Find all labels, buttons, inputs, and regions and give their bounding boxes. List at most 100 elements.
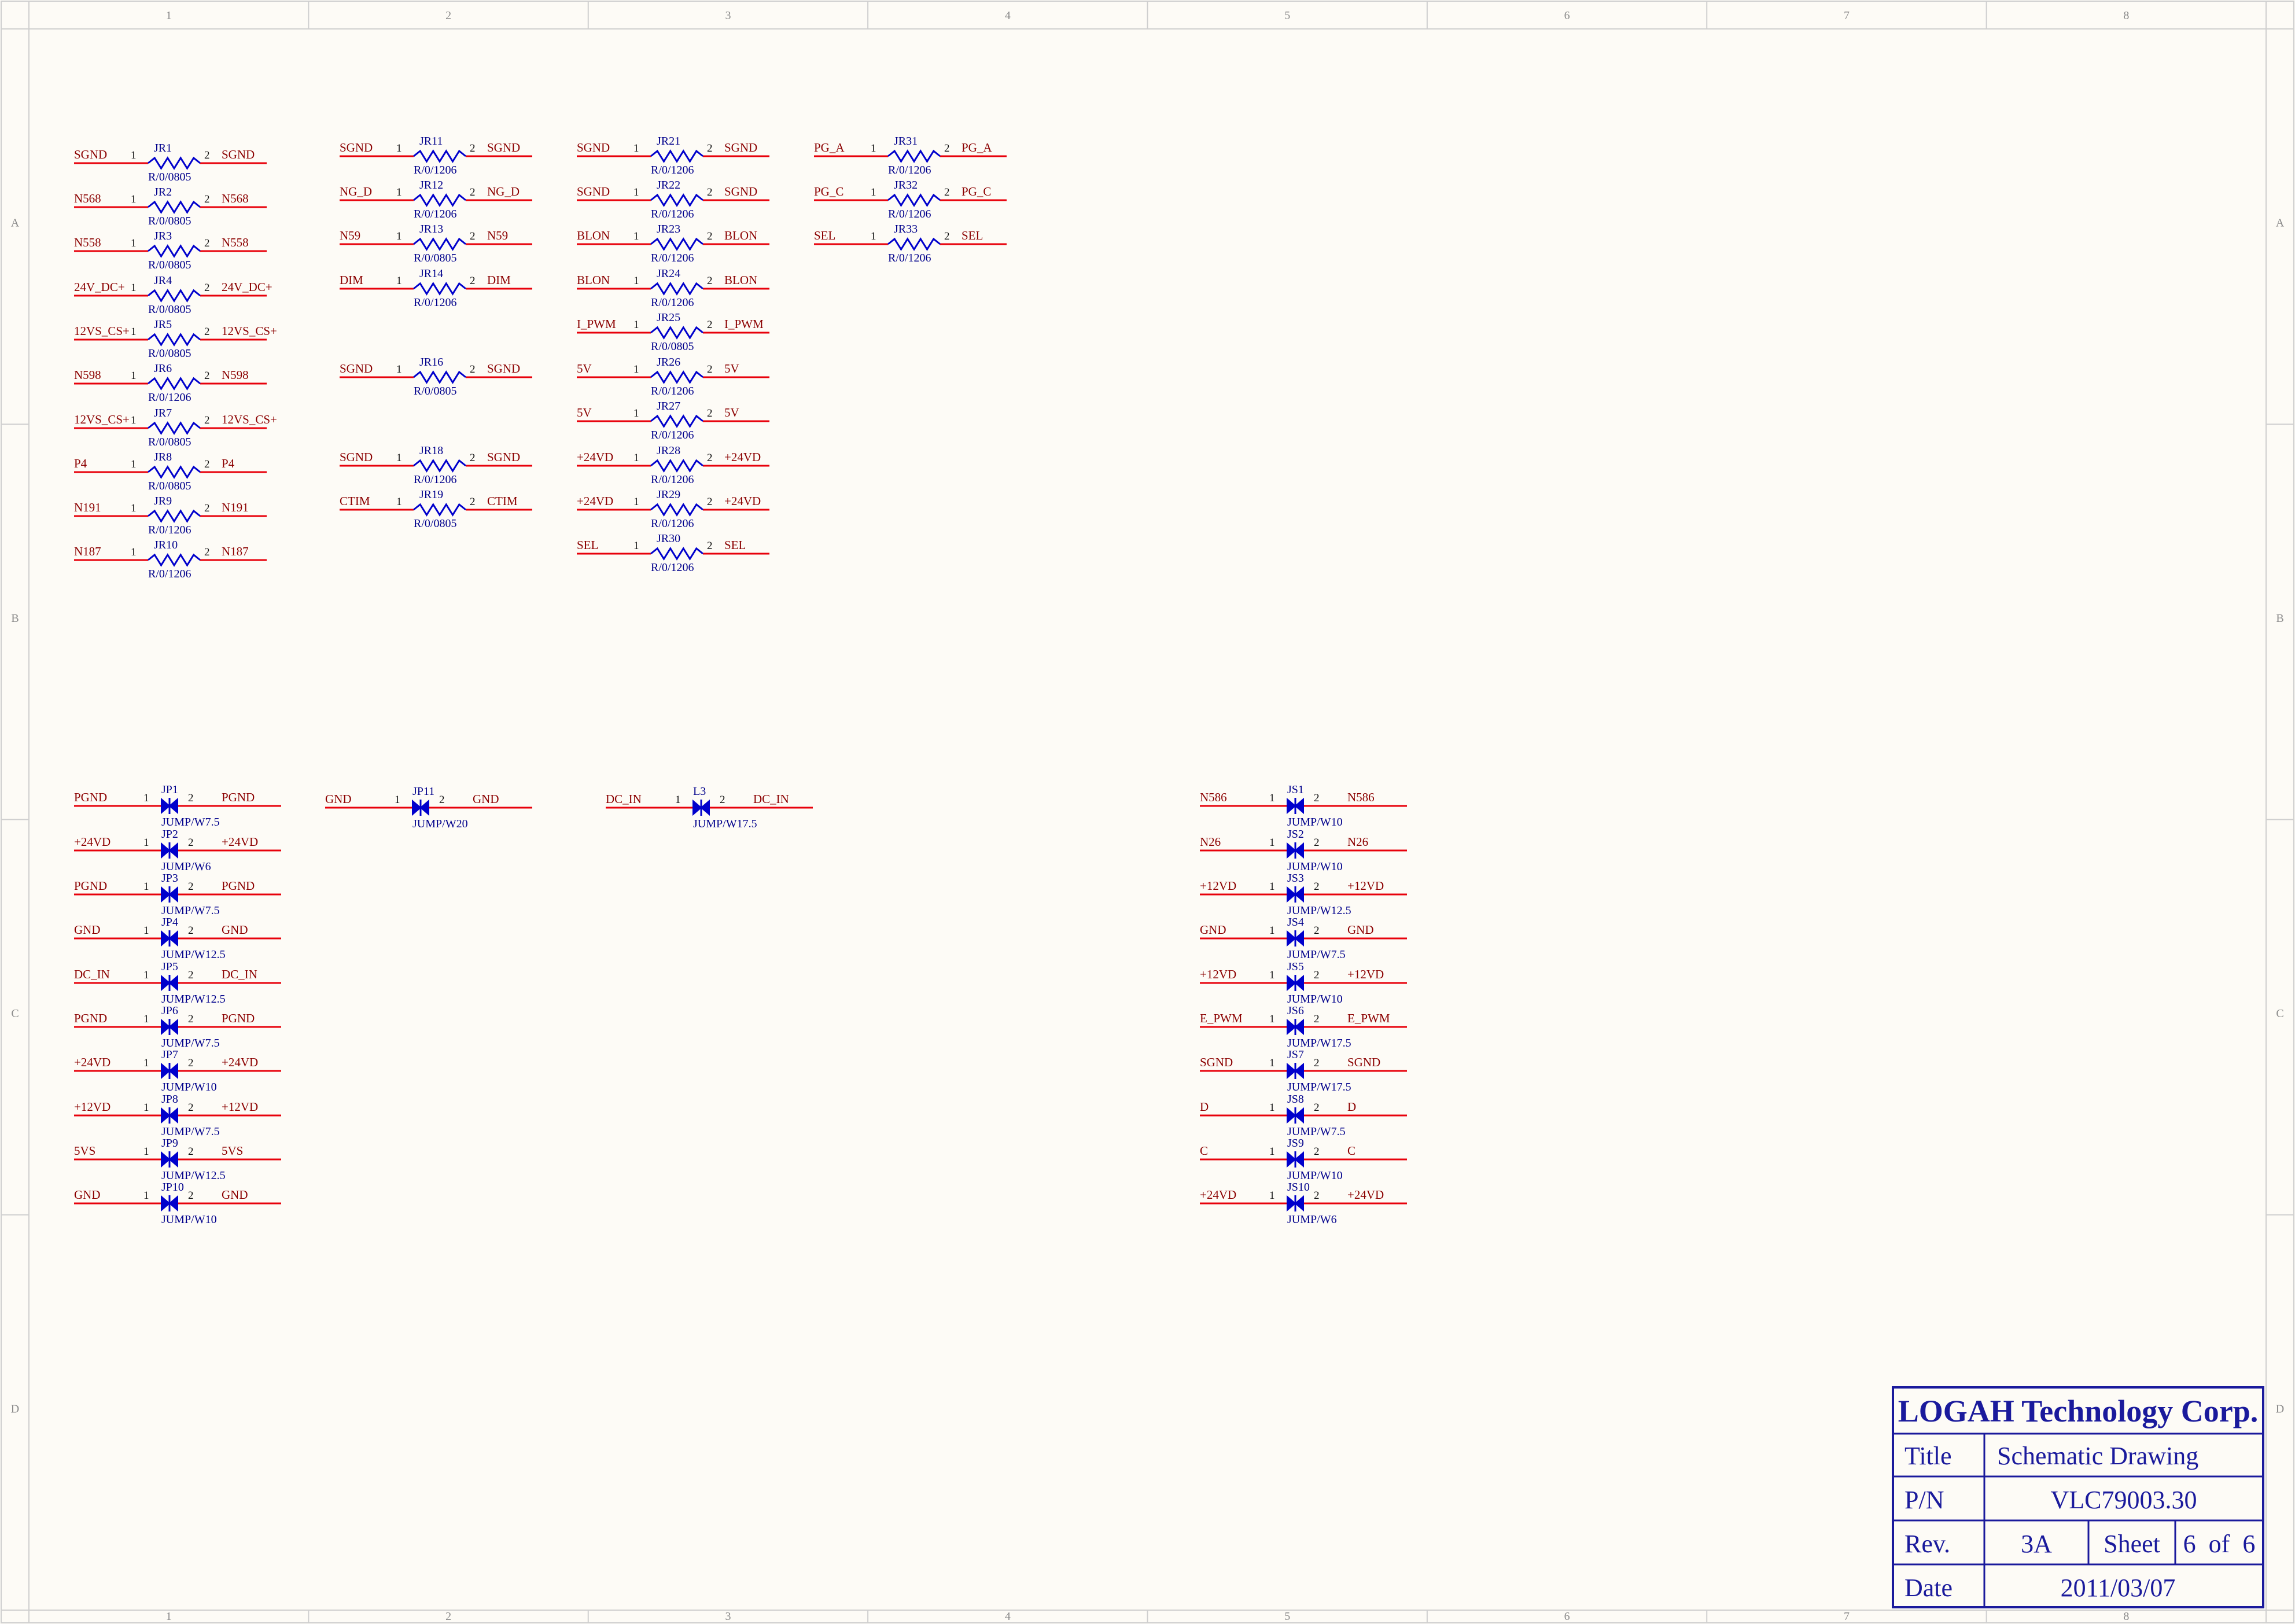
pin-number: 1 [871, 230, 876, 242]
jumper-body [1287, 1151, 1296, 1168]
component-value: JUMP/W10 [1287, 860, 1343, 873]
resistor-body [650, 326, 703, 340]
component-value: JUMP/W7.5 [1287, 1125, 1346, 1138]
pin-number: 2 [1314, 837, 1320, 849]
net-label: N558 [74, 235, 101, 249]
rev-label: Rev. [1904, 1530, 1950, 1558]
pin-number: 1 [396, 452, 402, 464]
net-label: +24VD [577, 494, 613, 508]
net-label: N187 [222, 544, 249, 558]
net-label: E_PWM [1200, 1011, 1243, 1025]
pin-number: 2 [707, 186, 713, 198]
net-label: 5V [577, 406, 592, 419]
component-value: R/0/0805 [148, 303, 191, 316]
frame-row-label: C [11, 1007, 19, 1020]
ref-designator: JR23 [657, 223, 680, 235]
frame-row-label: D [11, 1402, 19, 1415]
pin-number: 2 [470, 363, 476, 375]
ref-designator: JR14 [419, 267, 443, 280]
pin-number: 2 [188, 881, 194, 893]
jumper-body [161, 1195, 171, 1212]
ref-designator: JR29 [657, 488, 680, 501]
net-label: N568 [74, 192, 101, 205]
jumper-body [1294, 1062, 1304, 1080]
pin-number: 1 [131, 502, 137, 514]
pin-number: 1 [143, 1190, 149, 1202]
resistor-body [413, 193, 466, 207]
resistor-body [887, 193, 941, 207]
pin-number: 1 [633, 540, 639, 552]
net-label: 5V [724, 406, 739, 419]
net-label: +24VD [724, 494, 761, 508]
pin-number: 2 [707, 275, 713, 287]
pin-number: 1 [131, 193, 137, 205]
net-label: NG_D [487, 185, 520, 198]
jumper-body [161, 797, 171, 815]
component-value: R/0/1206 [888, 252, 931, 264]
frame-column-label: 1 [166, 9, 172, 22]
component-value: R/0/1206 [414, 164, 456, 176]
net-label: N59 [487, 229, 508, 242]
pin-number: 1 [1269, 1013, 1275, 1025]
component-value: JUMP/W10 [161, 1213, 217, 1226]
ref-designator: JP2 [161, 828, 178, 841]
pin-number: 1 [1269, 1190, 1275, 1202]
pin-number: 2 [944, 230, 950, 242]
jumper-body [1287, 886, 1296, 903]
ref-designator: JS9 [1287, 1137, 1304, 1150]
net-label: CTIM [340, 494, 370, 508]
